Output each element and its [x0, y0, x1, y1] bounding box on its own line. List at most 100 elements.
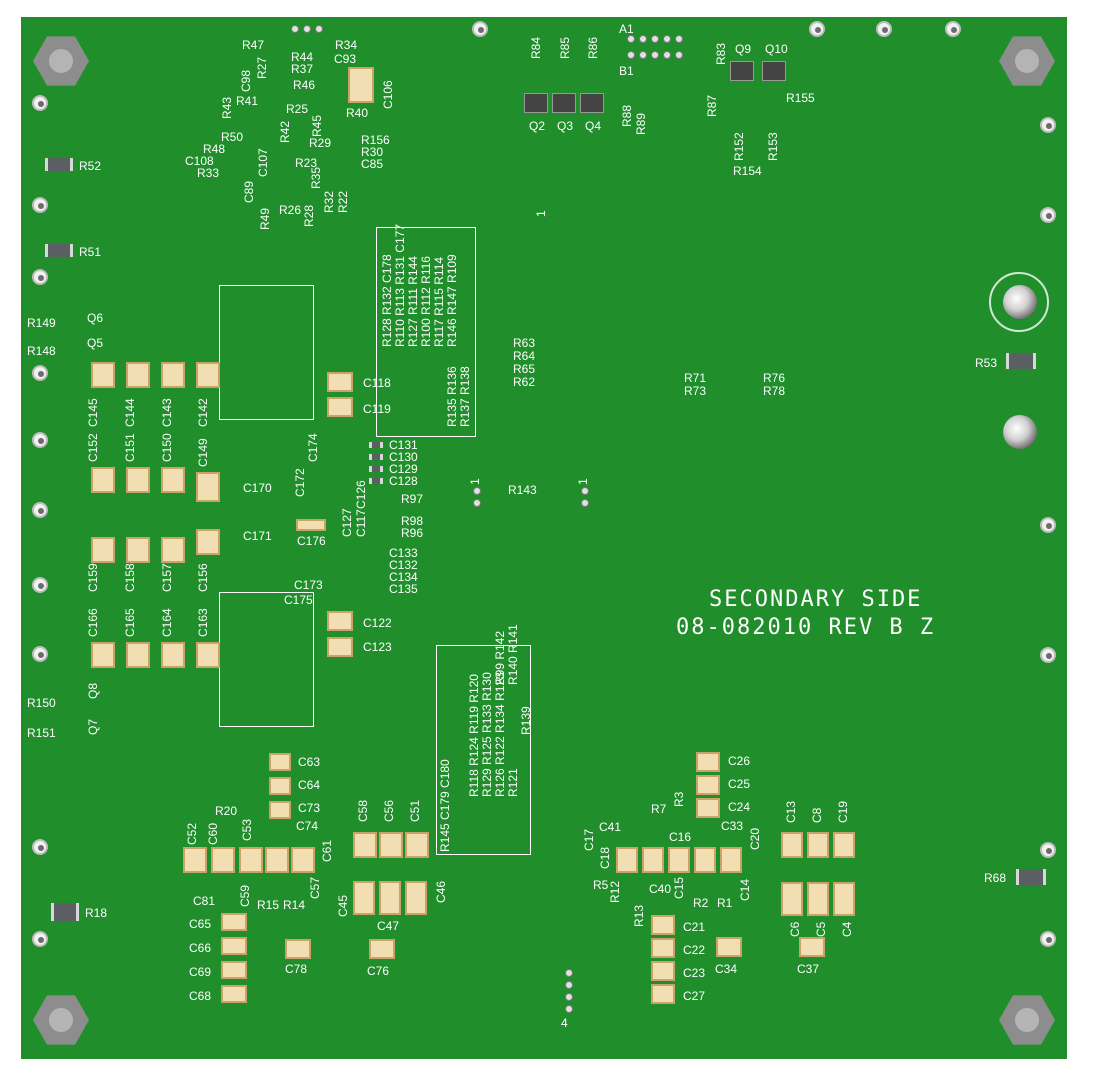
ref-label: C119 — [363, 402, 391, 416]
ref-label: R148 — [27, 344, 56, 358]
mount-hole — [32, 646, 48, 662]
terminal-post — [1003, 415, 1037, 449]
ref-label: C156 — [196, 563, 210, 592]
capacitor — [161, 642, 185, 668]
ref-label: C21 — [683, 920, 706, 934]
ref-label: R42 — [278, 120, 292, 143]
ref-label: C26 — [728, 754, 751, 768]
ref-label: R52 — [79, 159, 102, 173]
ref-label: R43 — [220, 96, 234, 119]
header-pin — [663, 35, 671, 43]
ref-label: C15 — [672, 876, 686, 899]
capacitor — [694, 847, 716, 873]
ref-label: C171 — [243, 529, 272, 543]
ref-label: C46 — [434, 880, 448, 903]
silk-top-line: R110 R113 R131 C177 — [393, 224, 407, 347]
silk-block-top — [376, 227, 476, 437]
ref-label: C129 — [389, 462, 418, 476]
capacitor — [91, 362, 115, 388]
ref-label: C149 — [196, 438, 210, 467]
capacitor — [696, 752, 720, 772]
ref-label: R83 — [714, 42, 728, 65]
ref-label: C152 — [86, 433, 100, 462]
ref-label: C81 — [193, 894, 216, 908]
capacitor — [161, 537, 185, 563]
capacitor — [696, 798, 720, 818]
ref-label: C107 — [256, 148, 270, 177]
terminal-post — [1003, 285, 1037, 319]
capacitor — [369, 939, 395, 959]
resistor — [51, 903, 79, 921]
header-pin — [565, 981, 573, 989]
ref-label: R65 — [513, 362, 536, 376]
mount-hole — [876, 21, 892, 37]
header-pin — [639, 51, 647, 59]
header-pin — [303, 25, 311, 33]
capacitor — [379, 881, 401, 915]
ref-label: C135 — [389, 582, 418, 596]
mount-hole — [32, 432, 48, 448]
header-pin — [565, 969, 573, 977]
corner-standoff-top-right — [999, 36, 1055, 86]
capacitor — [781, 832, 803, 858]
capacitor — [196, 529, 220, 555]
ref-label: R155 — [786, 91, 815, 105]
capacitor — [642, 847, 664, 873]
ref-label: R68 — [984, 871, 1007, 885]
header-pin — [627, 35, 635, 43]
ref-label: C34 — [715, 962, 738, 976]
header-pin — [473, 499, 481, 507]
header-pin — [675, 35, 683, 43]
pin-one-marker: 1 — [576, 478, 590, 485]
silk-outline-bottom-ic — [219, 592, 314, 727]
header-pin — [565, 993, 573, 1001]
header-pin — [473, 487, 481, 495]
silk-bottom-line: R118 R124 R119 R120 — [467, 674, 481, 797]
capacitor — [269, 801, 291, 819]
ref-label: C144 — [123, 398, 137, 427]
resistor — [369, 466, 383, 472]
pin-one-marker: 1 — [468, 478, 482, 485]
ref-label: C165 — [123, 608, 137, 637]
header-pin — [663, 51, 671, 59]
ref-label: C40 — [649, 882, 672, 896]
ref-label: C163 — [196, 608, 210, 637]
capacitor — [379, 832, 403, 858]
ref-label: C23 — [683, 966, 706, 980]
ref-label: Q3 — [557, 119, 574, 133]
ref-label: R14 — [283, 898, 306, 912]
header-pin — [627, 51, 635, 59]
ref-label: C117 — [354, 509, 368, 537]
ref-label: R41 — [236, 94, 259, 108]
ref-label: R46 — [293, 78, 316, 92]
pin-one-marker: 1 — [534, 210, 548, 217]
capacitor — [807, 882, 829, 916]
ref-label: Q10 — [765, 42, 788, 56]
capacitor — [716, 937, 742, 957]
capacitor — [651, 915, 675, 935]
capacitor — [696, 775, 720, 795]
ref-label: C85 — [361, 157, 384, 171]
ref-label: R62 — [513, 375, 536, 389]
ref-label: C175 — [284, 593, 313, 607]
ref-label: R78 — [763, 384, 786, 398]
ref-label: R96 — [401, 526, 424, 540]
ref-label: R89 — [634, 112, 648, 135]
ref-label: R3 — [672, 791, 686, 807]
ref-label: R49 — [258, 207, 272, 230]
mount-hole — [809, 21, 825, 37]
capacitor — [833, 832, 855, 858]
ref-label: R98 — [401, 514, 424, 528]
silk-bottom-line: R139 — [519, 706, 533, 735]
board-title-line1: SECONDARY SIDE — [709, 587, 923, 612]
resistor — [369, 454, 383, 460]
mount-hole — [32, 839, 48, 855]
capacitor — [353, 832, 377, 858]
ref-label: Q8 — [86, 682, 100, 699]
header-pin — [581, 487, 589, 495]
ref-label: R48 — [203, 142, 226, 156]
ref-label: A1 — [619, 22, 634, 36]
capacitor — [833, 882, 855, 916]
mount-hole — [32, 95, 48, 111]
ref-label: R18 — [85, 906, 108, 920]
